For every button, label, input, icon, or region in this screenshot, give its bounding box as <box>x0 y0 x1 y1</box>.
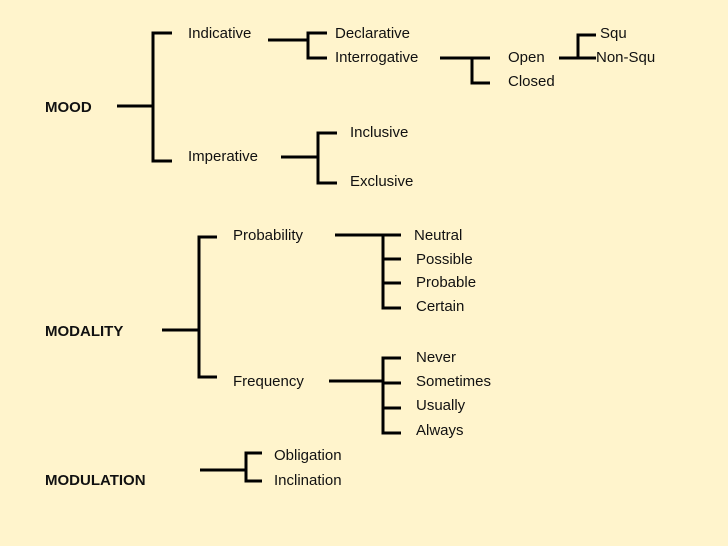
declarative-label: Declarative <box>335 25 411 42</box>
probability-label: Probability <box>233 227 304 244</box>
frequency-value: Always <box>416 422 464 439</box>
interrogative-bracket <box>470 56 490 85</box>
imperative-bracket <box>316 131 337 185</box>
probability-value: Probable <box>416 274 477 291</box>
inclusive-label: Inclusive <box>350 124 409 141</box>
non-squ-label: Non-Squ <box>596 49 656 66</box>
obligation-label: Obligation <box>274 447 342 464</box>
mood-bracket <box>151 31 172 163</box>
indicative-label: Indicative <box>188 25 252 42</box>
imperative-label: Imperative <box>188 148 259 165</box>
frequency-value: Never <box>416 349 457 366</box>
interrogative-label: Interrogative <box>335 49 419 66</box>
mood-label: MOOD <box>45 99 92 116</box>
probability-bracket <box>381 233 401 310</box>
probability-value: Certain <box>416 298 465 315</box>
closed-label: Closed <box>508 73 555 90</box>
modality-label: MODALITY <box>45 323 124 340</box>
probability-value: Neutral <box>414 227 463 244</box>
modality-bracket <box>197 235 217 379</box>
open-bracket <box>576 33 596 60</box>
squ-label: Squ <box>600 25 627 42</box>
exclusive-label: Exclusive <box>350 173 414 190</box>
modulation-label: MODULATION <box>45 472 146 489</box>
modulation-bracket <box>244 451 262 483</box>
frequency-bracket <box>381 356 401 435</box>
frequency-label: Frequency <box>233 373 304 390</box>
frequency-value: Usually <box>416 397 466 414</box>
open-label: Open <box>508 49 545 66</box>
indicative-bracket <box>306 31 327 60</box>
frequency-value: Sometimes <box>416 373 492 390</box>
probability-value: Possible <box>416 251 473 268</box>
inclination-label: Inclination <box>274 472 342 489</box>
